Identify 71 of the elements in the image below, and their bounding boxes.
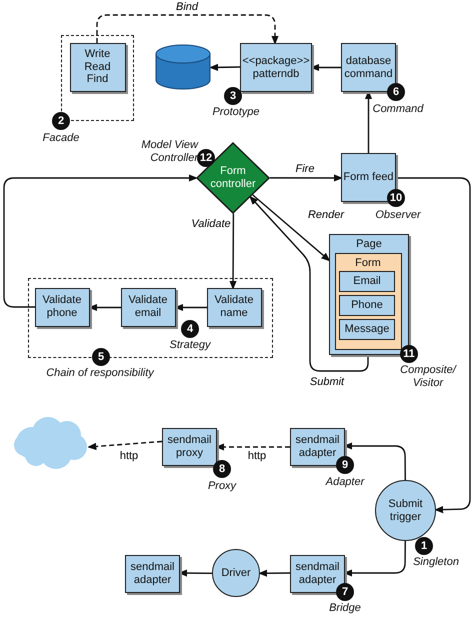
number-badge: 3 (224, 87, 242, 105)
arrow (258, 570, 290, 577)
pattern-label: Singleton (412, 556, 460, 569)
pattern-label: Observer (374, 209, 422, 222)
arrow (210, 64, 240, 71)
number-badge: 5 (92, 348, 110, 366)
node-label: Form feed (343, 171, 394, 184)
process-box (162, 428, 217, 466)
field-box (339, 271, 395, 292)
node-label: Email (353, 275, 381, 288)
number-badge: 1 (415, 537, 433, 555)
pattern-label: Proxy (206, 480, 238, 493)
arrow (250, 196, 369, 372)
process-box (34, 288, 90, 326)
edge-label: Fire (294, 163, 316, 176)
process-circle (212, 549, 260, 597)
node-label: Validate name (214, 294, 254, 320)
arrow (229, 214, 237, 290)
node-label: Validate email (128, 294, 168, 320)
field-box (339, 295, 395, 316)
pattern-label: Facade (42, 132, 80, 145)
pattern-label: Model View Controller (140, 139, 198, 164)
edge-label: Validate (190, 218, 232, 230)
node-label: sendmail adapter (129, 561, 176, 587)
edge-label: http (118, 450, 140, 462)
edge-label: Submit (308, 376, 346, 388)
pattern-label: Adapter (324, 476, 366, 489)
number-badge: 9 (336, 456, 354, 474)
edge-label: Bind (174, 1, 200, 14)
process-box (206, 288, 262, 326)
node-label: Phone (351, 299, 383, 312)
number-badge: 10 (387, 189, 405, 207)
edge-label: http (246, 450, 268, 462)
arrow (252, 194, 330, 262)
node-label: database command (343, 54, 394, 80)
node-label: Validate phone (42, 294, 82, 320)
pattern-label: Command (372, 103, 425, 116)
pattern-label: Composite/ Visitor (399, 364, 458, 390)
node-label: Message (344, 323, 390, 336)
edge-label: Render (306, 209, 346, 222)
node-label: Write Read Find (83, 48, 112, 86)
number-badge: 4 (181, 320, 199, 338)
node-label: Form (355, 256, 381, 270)
node-label: Form controller (209, 165, 257, 191)
node-label: Driver (221, 566, 251, 580)
container-box (334, 252, 402, 350)
number-badge: 12 (197, 149, 215, 167)
pattern-label: Prototype (211, 106, 261, 119)
node-label: sendmail proxy (166, 434, 213, 460)
arrow (396, 177, 471, 514)
pattern-label: Strategy (168, 339, 212, 352)
pattern-label: Bridge (328, 602, 362, 615)
field-box (339, 319, 395, 340)
arrow (270, 174, 342, 182)
number-badge: 6 (387, 83, 405, 101)
node-label: Page (356, 238, 382, 251)
process-box (240, 43, 312, 92)
pattern-label: Chain of responsibility (45, 367, 156, 380)
process-box (70, 42, 126, 92)
number-badge: 2 (52, 112, 70, 130)
arrow (3, 174, 198, 308)
arrow (88, 440, 162, 450)
node-label: Submit trigger (387, 498, 424, 524)
number-badge: 11 (400, 345, 418, 363)
number-badge: 7 (336, 583, 354, 601)
arrow (96, 14, 279, 44)
node-label: <<package>> patterndb (241, 54, 311, 80)
database-cylinder (155, 44, 211, 90)
process-box (125, 555, 180, 593)
number-badge: 8 (213, 460, 231, 478)
process-box (120, 288, 176, 326)
